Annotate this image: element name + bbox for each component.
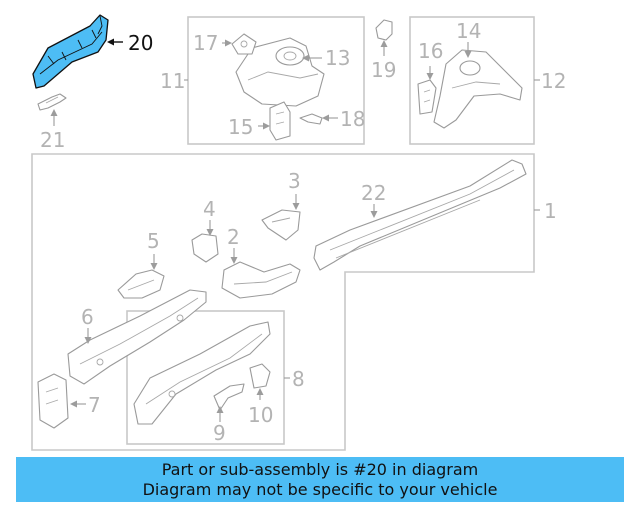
banner-line-part-number: Part or sub-assembly is #20 in diagram [161,460,479,479]
callout-20[interactable]: 20 [128,31,153,55]
arrowhead-2 [230,257,238,264]
callout-13[interactable]: 13 [325,46,350,70]
arrowhead-10 [256,388,264,395]
parts-diagram: 20 21 17 13 15 18 11 19 [31,14,566,451]
arrowhead-22 [370,211,378,218]
part-21 [37,93,67,111]
callout-10[interactable]: 10 [248,403,273,427]
arrowhead-4 [206,229,214,236]
callout-6[interactable]: 6 [81,305,94,329]
callout-9[interactable]: 9 [213,421,226,445]
arrowhead-9 [216,406,224,413]
info-banner: Part or sub-assembly is #20 in diagram D… [16,457,624,502]
part-19 [375,19,393,41]
part-14 [433,49,523,129]
group-box-1 [31,153,535,451]
callout-18[interactable]: 18 [340,107,365,131]
part-9 [213,383,245,411]
part-2 [221,261,301,299]
part-7 [37,373,69,429]
arrowhead-21 [50,109,58,116]
callout-2[interactable]: 2 [227,225,240,249]
callout-8[interactable]: 8 [292,367,305,391]
callout-22[interactable]: 22 [361,181,386,205]
part-20-highlighted[interactable] [32,14,109,89]
callout-11[interactable]: 11 [160,69,185,93]
callout-5[interactable]: 5 [147,229,160,253]
part-16 [417,79,437,115]
part-13 [235,37,325,107]
callout-3[interactable]: 3 [288,169,301,193]
arrowhead-18 [322,114,329,122]
arrowhead-13 [302,54,309,62]
part-6 [67,289,207,385]
callout-17[interactable]: 17 [193,31,218,55]
callout-12[interactable]: 12 [541,69,566,93]
callout-7[interactable]: 7 [88,393,101,417]
callout-19[interactable]: 19 [371,58,396,82]
callout-1[interactable]: 1 [544,199,557,223]
part-18 [299,113,323,125]
arrowhead-17 [225,39,232,47]
arrowhead-3 [292,203,300,210]
callout-15[interactable]: 15 [228,115,253,139]
banner-line-disclaimer: Diagram may not be specific to your vehi… [142,480,498,499]
arrowhead-20 [107,38,114,46]
arrowhead-19 [380,40,388,47]
arrowhead-6 [84,337,92,344]
part-3 [261,209,301,241]
part-8-rail [133,321,271,425]
part-22 [313,159,527,271]
arrowhead-5 [150,263,158,270]
part-17 [231,33,257,55]
callout-21[interactable]: 21 [40,128,65,152]
arrowhead-14 [464,51,472,58]
callout-4[interactable]: 4 [203,197,216,221]
part-5 [117,269,165,299]
arrowhead-7 [70,400,77,408]
arrowhead-16 [426,73,434,80]
part-4 [191,233,219,263]
callout-16[interactable]: 16 [418,39,443,63]
arrowhead-15 [263,122,270,130]
part-15 [269,101,291,141]
part-10 [249,363,271,389]
callout-14[interactable]: 14 [456,19,481,43]
